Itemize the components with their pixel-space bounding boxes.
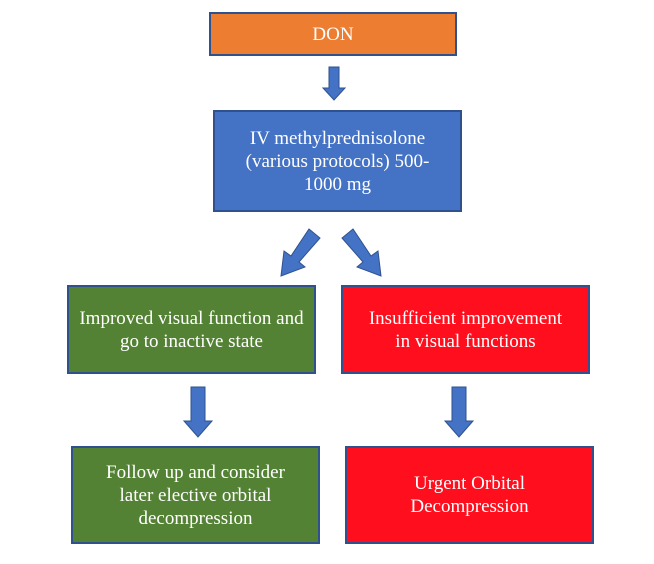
node-urgent-decompression: Urgent Orbital Decompression — [345, 446, 594, 544]
node-improved-visual-function: Improved visual function and go to inact… — [67, 285, 316, 374]
node-iv-methylprednisolone-label: IV methylprednisolone (various protocols… — [245, 127, 430, 195]
node-don-label: DON — [312, 23, 354, 45]
arrow-diagonal-left-icon — [280, 228, 323, 277]
node-urgent-decompression-label: Urgent Orbital Decompression — [410, 473, 529, 517]
arrow-down-icon — [321, 66, 347, 101]
node-don: DON — [209, 12, 457, 56]
node-insufficient-improvement: Insufficient improvement in visual funct… — [341, 285, 590, 374]
node-follow-up-label: Follow up and consider later elective or… — [106, 461, 285, 529]
node-improved-visual-function-label: Improved visual function and go to inact… — [79, 307, 304, 352]
node-follow-up: Follow up and consider later elective or… — [71, 446, 320, 544]
arrow-down-left-branch-icon — [182, 386, 214, 438]
node-insufficient-improvement-label: Insufficient improvement in visual funct… — [368, 307, 563, 352]
arrow-down-right-branch-icon — [443, 386, 475, 438]
arrow-diagonal-right-icon — [339, 228, 382, 277]
node-iv-methylprednisolone: IV methylprednisolone (various protocols… — [213, 110, 462, 212]
